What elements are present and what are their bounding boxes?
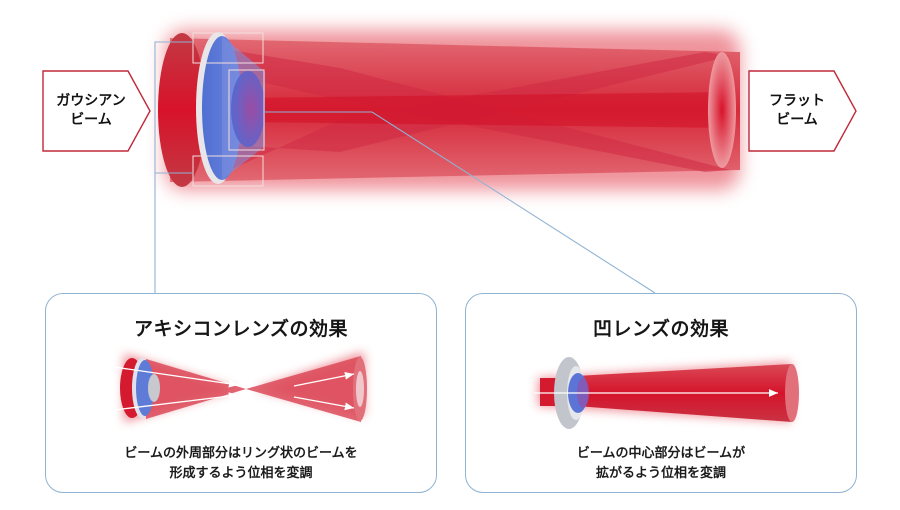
highlight-box-center [228, 69, 265, 151]
diverging-cone [246, 356, 361, 422]
highlight-box-top [192, 32, 264, 64]
panel-caption: ビームの外周部分はリング状のビームを 形成するよう位相を変調 [46, 444, 436, 484]
panel-caption: ビームの中心部分はビームが 拡がるよう位相を変調 [466, 444, 856, 484]
input-beam-label: ガウシアン ビーム [56, 93, 126, 128]
caption-line: ビームの中心部分はビームが [576, 446, 746, 461]
input-beam-disc [158, 33, 206, 187]
caption-line: ビームの外周部分はリング状のビームを [124, 446, 358, 461]
output-beam-label-box: フラット ビーム [748, 70, 858, 152]
concave-lens-effect-panel: 凹レンズの効果 ビームの中心部分はビームが 拡がるよう位相を変調 [465, 293, 857, 493]
connector-lines [154, 41, 656, 294]
caption-line: 形成するよう位相を変調 [169, 466, 313, 481]
caption-line: 拡がるよう位相を変調 [595, 466, 726, 481]
axicon-effect-panel: アキシコンレンズの効果 ビームの外周部分はリング状のビームを [45, 293, 437, 493]
panel-title: アキシコンレンズの効果 [133, 318, 349, 340]
input-beam-label-box: ガウシアン ビーム [42, 70, 152, 152]
output-beam-label: フラット ビーム [769, 93, 825, 128]
axicon-illustration [113, 352, 367, 422]
concave-lens-illustration [534, 357, 799, 429]
converging-cone [146, 359, 246, 419]
panel-title: 凹レンズの効果 [592, 318, 730, 340]
highlight-box-bottom [192, 155, 264, 187]
pentagon-arrow-shape [42, 70, 151, 152]
axicon-lens [136, 360, 154, 416]
concave-lens [231, 71, 265, 147]
pentagon-arrow-shape [748, 70, 857, 152]
output-beam-end [708, 52, 736, 168]
